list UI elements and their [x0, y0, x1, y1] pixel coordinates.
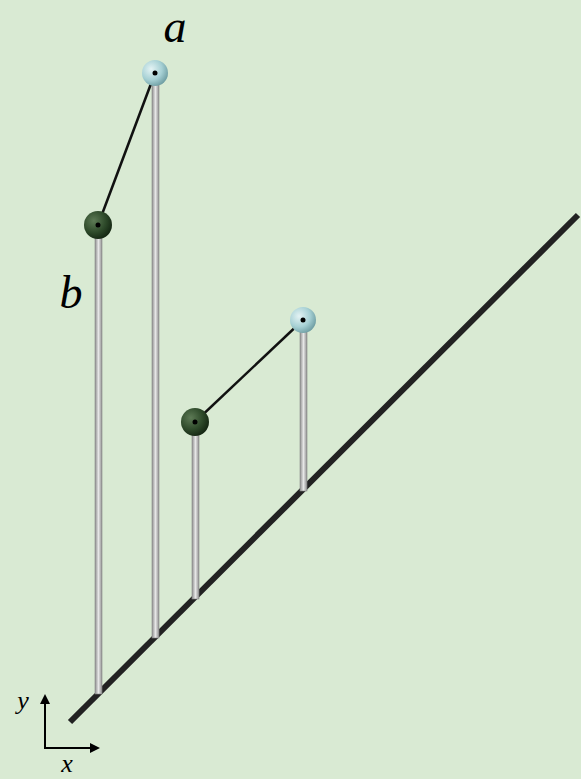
- axis-label: x: [61, 751, 73, 777]
- pole: [95, 225, 102, 694]
- axis: [44, 698, 46, 748]
- pivot: [153, 71, 158, 76]
- sphere: [290, 307, 316, 333]
- point-label: a: [164, 4, 187, 50]
- axis: [44, 747, 94, 749]
- pivot: [96, 223, 101, 228]
- axis-arrowhead: [40, 694, 50, 704]
- pole: [192, 422, 199, 599]
- axis-label: y: [17, 688, 29, 714]
- axis-arrowhead: [90, 743, 100, 753]
- sphere: [142, 60, 168, 86]
- rod: [195, 320, 303, 422]
- point-label: b: [60, 270, 83, 316]
- pivot: [193, 420, 198, 425]
- sphere: [84, 211, 112, 239]
- rod: [98, 73, 155, 225]
- sphere: [181, 408, 209, 436]
- pivot: [301, 318, 306, 323]
- pole: [152, 73, 159, 638]
- ground-line: [70, 215, 578, 722]
- pole: [300, 320, 307, 491]
